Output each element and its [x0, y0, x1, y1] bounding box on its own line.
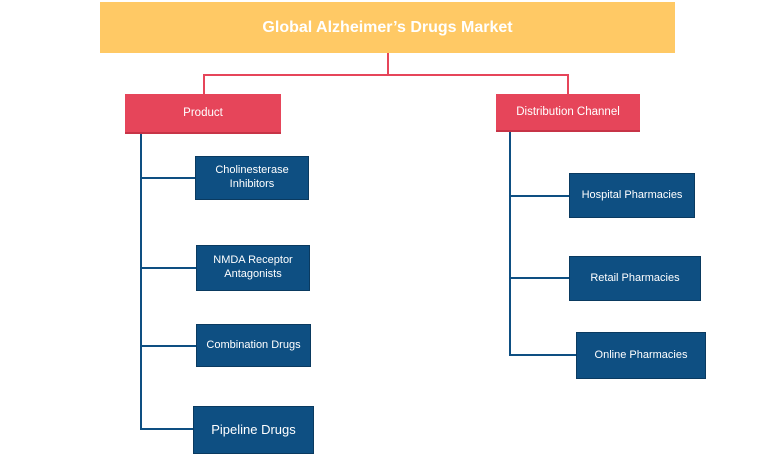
diagram-title: Global Alzheimer’s Drugs Market: [100, 2, 675, 53]
distribution-spine: [509, 132, 511, 356]
product-branch-2: [140, 267, 197, 269]
connector-horizontal-bar: [203, 74, 569, 76]
connector-title-stem: [387, 53, 389, 75]
distribution-branch-3: [509, 354, 577, 356]
leaf-cholinesterase-inhibitors: Cholinesterase Inhibitors: [195, 156, 309, 200]
leaf-pipeline-drugs: Pipeline Drugs: [193, 406, 314, 454]
leaf-online-pharmacies: Online Pharmacies: [576, 332, 706, 379]
leaf-retail-pharmacies: Retail Pharmacies: [569, 256, 701, 301]
distribution-branch-2: [509, 277, 570, 279]
category-product: Product: [125, 94, 281, 134]
product-branch-1: [140, 177, 196, 179]
category-distribution-channel: Distribution Channel: [496, 94, 640, 132]
leaf-hospital-pharmacies: Hospital Pharmacies: [569, 173, 695, 218]
product-branch-4: [140, 428, 194, 430]
leaf-combination-drugs: Combination Drugs: [196, 324, 311, 367]
product-branch-3: [140, 345, 197, 347]
distribution-branch-1: [509, 195, 570, 197]
product-spine: [140, 134, 142, 430]
connector-to-product: [203, 74, 205, 94]
leaf-nmda-receptor-antagonists: NMDA Receptor Antagonists: [196, 245, 310, 291]
connector-to-distribution: [567, 74, 569, 94]
